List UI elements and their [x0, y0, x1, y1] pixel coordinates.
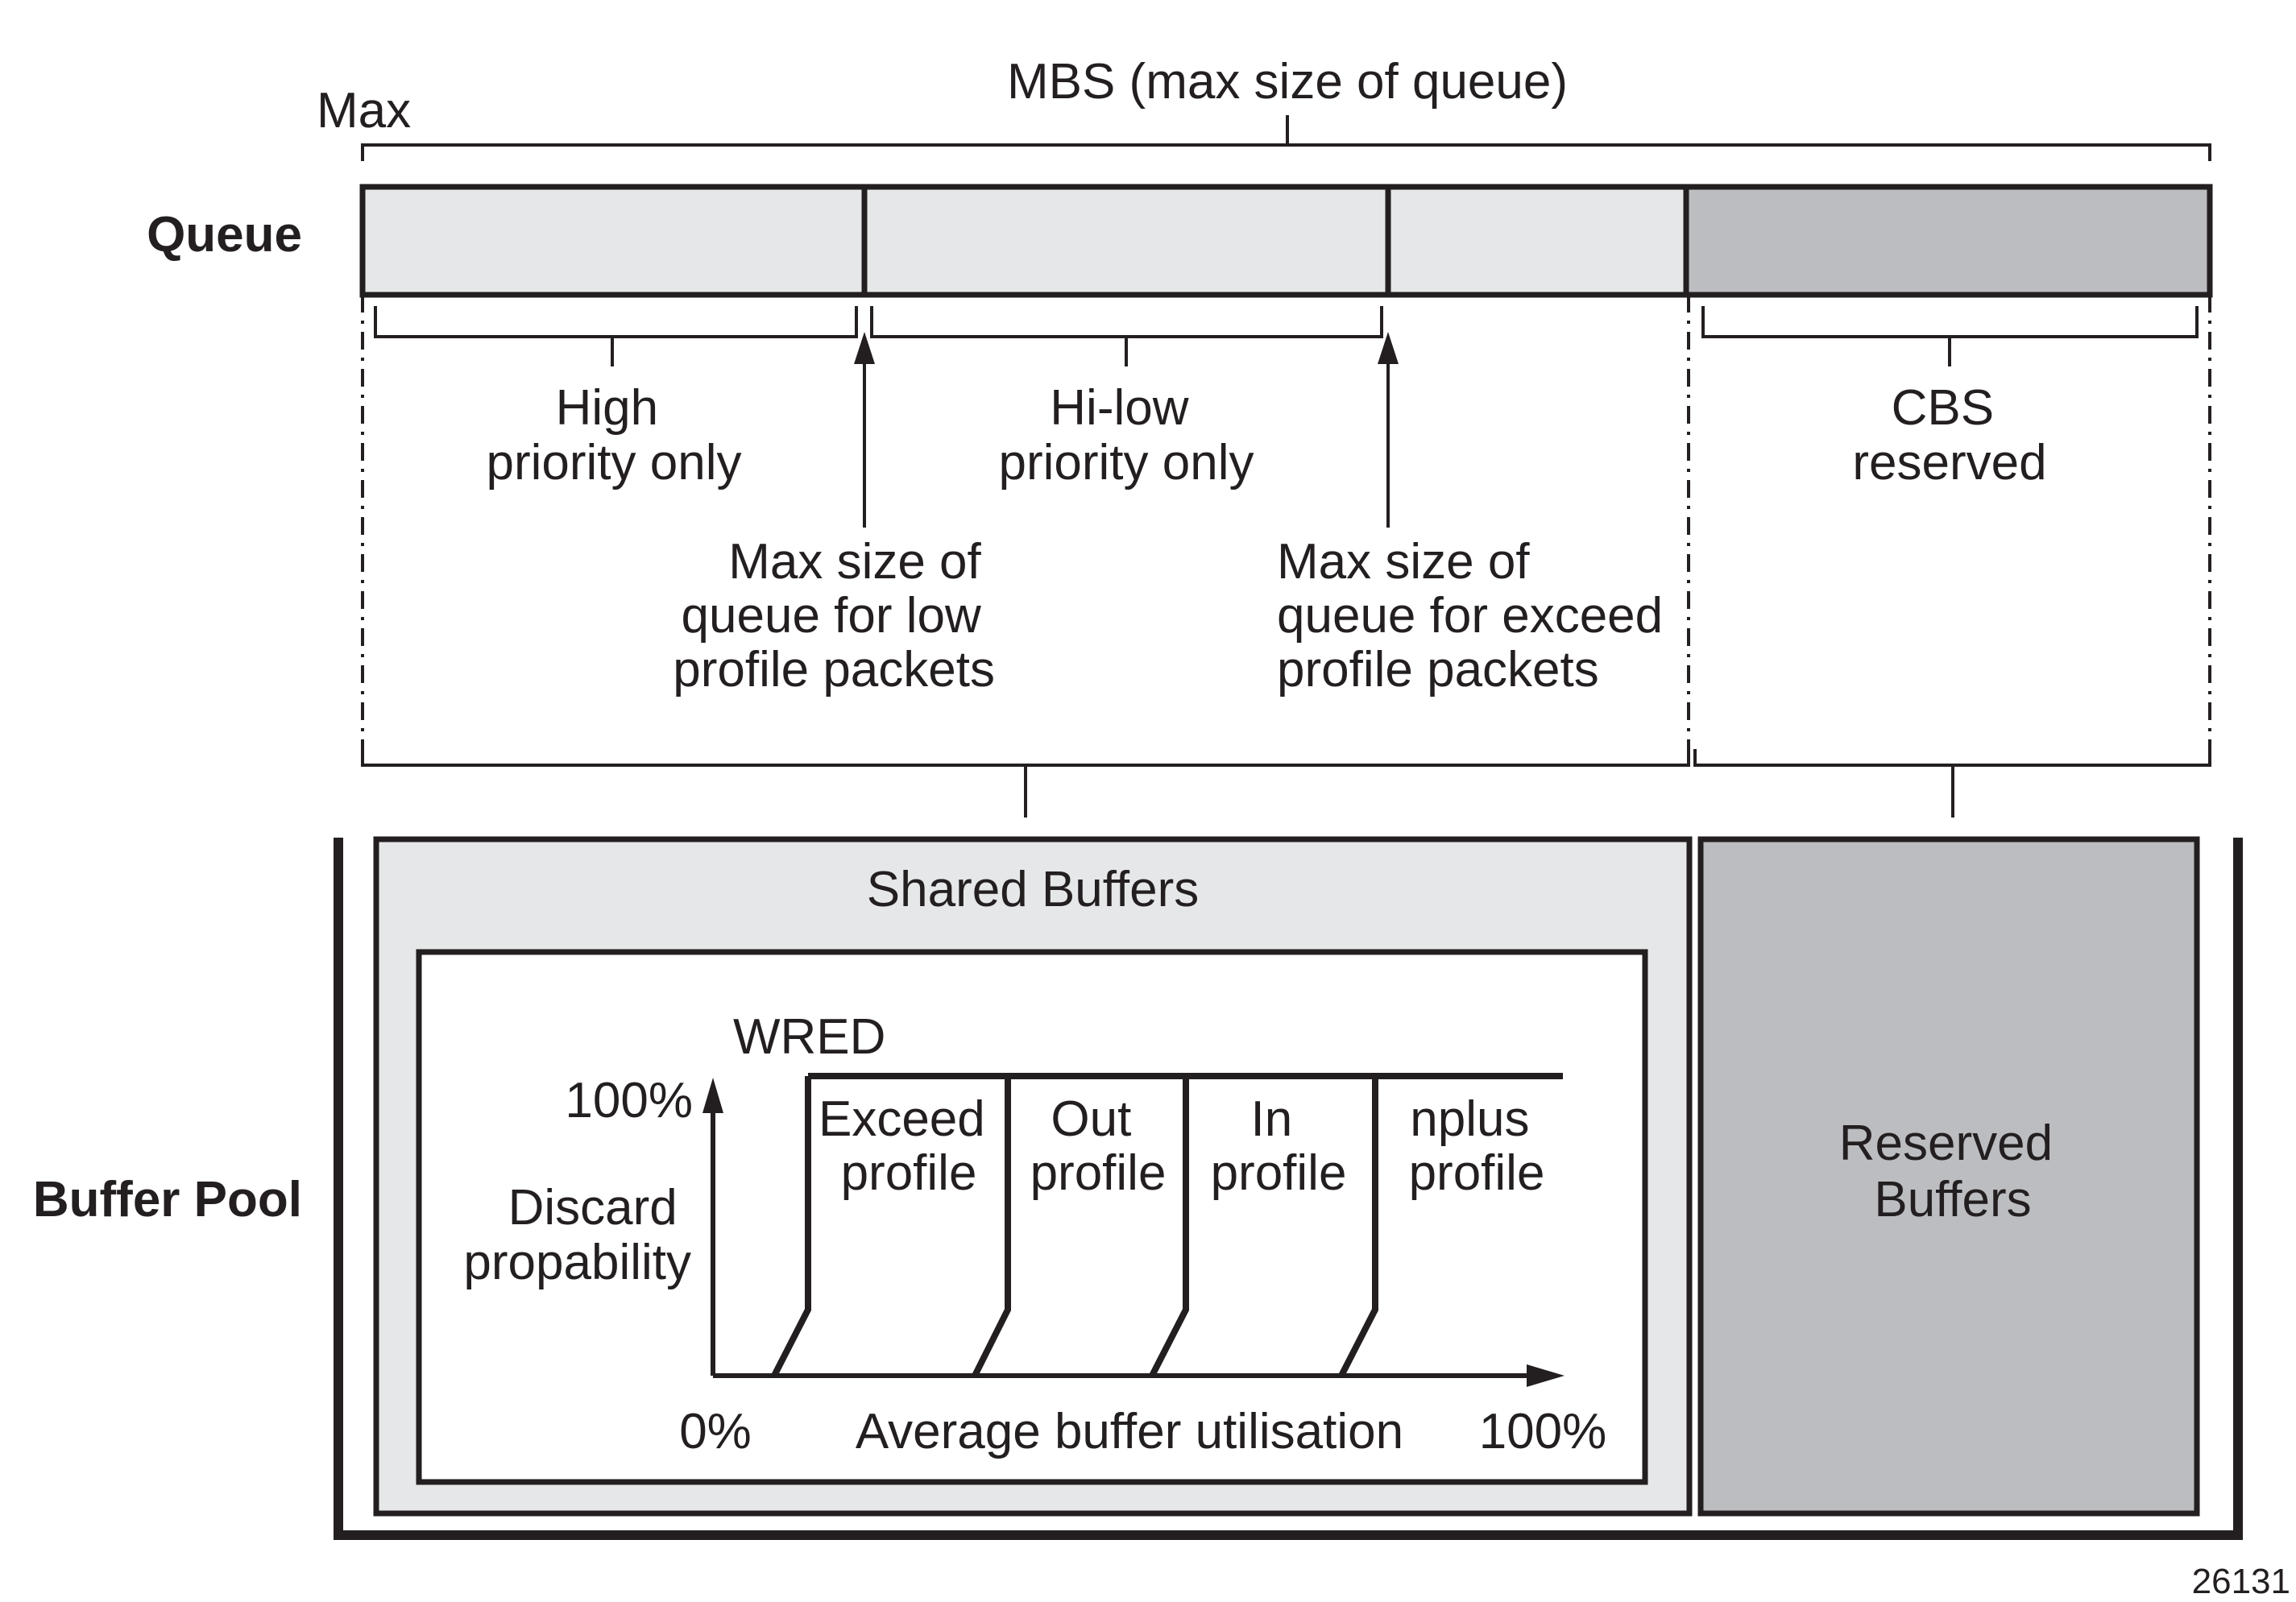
exceed-profile-label: Exceed profile: [819, 1091, 999, 1201]
shared-connector-bracket: [361, 749, 1690, 818]
queue-segment-high: [359, 184, 868, 298]
wred-curves: [771, 1073, 1563, 1377]
nplus-profile-label: nplus profile: [1409, 1091, 1545, 1201]
max-low-profile-label: Max size of queue for low profile packet…: [673, 534, 995, 698]
wred-panel: [416, 949, 1648, 1485]
guide-lines: [361, 295, 2211, 765]
reserved-buffers-label: Reserved Buffers: [1839, 1116, 2067, 1227]
wred-axes: [702, 1078, 1565, 1387]
y-axis-top-label: 100%: [565, 1073, 693, 1128]
in-profile-curve: [1149, 1076, 1189, 1377]
x-axis-end-label: 100%: [1479, 1404, 1607, 1459]
cbs-reserved-label: CBS reserved: [1852, 380, 2046, 491]
hi-low-priority-label: Hi-low priority only: [999, 380, 1254, 491]
queue-segment-exceed: [1385, 184, 1689, 298]
mbs-label: MBS (max size of queue): [1007, 54, 1568, 110]
high-priority-bracket: [374, 306, 858, 366]
low-profile-arrow: [854, 332, 875, 528]
x-axis-label: Average buffer utilisation: [856, 1404, 1403, 1459]
in-profile-label: In profile: [1211, 1091, 1347, 1201]
out-profile-curve: [972, 1076, 1011, 1377]
high-priority-label: High priority only: [487, 380, 742, 491]
x-axis-arrow-icon: [1527, 1364, 1565, 1387]
queue-segment-hi-low: [861, 184, 1391, 298]
buffer-pool-container: [334, 838, 2243, 1540]
x-axis-start-label: 0%: [679, 1404, 752, 1459]
queue-segment-cbs: [1683, 184, 2213, 298]
shared-buffers-label: Shared Buffers: [867, 862, 1199, 917]
nplus-profile-curve: [1338, 1076, 1378, 1377]
out-profile-label: Out profile: [1030, 1091, 1167, 1201]
max-exceed-profile-label: Max size of queue for exceed profile pac…: [1277, 534, 1676, 698]
reserved-buffers-box: [1697, 836, 2200, 1517]
wred-title: WRED: [733, 1009, 885, 1065]
queue-bar: [359, 184, 2213, 298]
y-axis-label: Discard propability: [463, 1180, 691, 1290]
cbs-bracket: [1701, 306, 2199, 366]
queue-label: Queue: [147, 207, 302, 263]
figure-id: 26131: [2192, 1562, 2290, 1601]
reserved-connector-bracket: [1693, 749, 2211, 818]
y-axis-arrow-icon: [702, 1078, 723, 1113]
max-label: Max: [317, 83, 411, 139]
hi-low-priority-bracket: [870, 306, 1383, 366]
exceed-profile-arrow: [1378, 332, 1399, 528]
mbs-bracket: [361, 115, 2211, 161]
exceed-profile-curve: [771, 1076, 811, 1377]
buffer-pool-label: Buffer Pool: [33, 1172, 302, 1227]
